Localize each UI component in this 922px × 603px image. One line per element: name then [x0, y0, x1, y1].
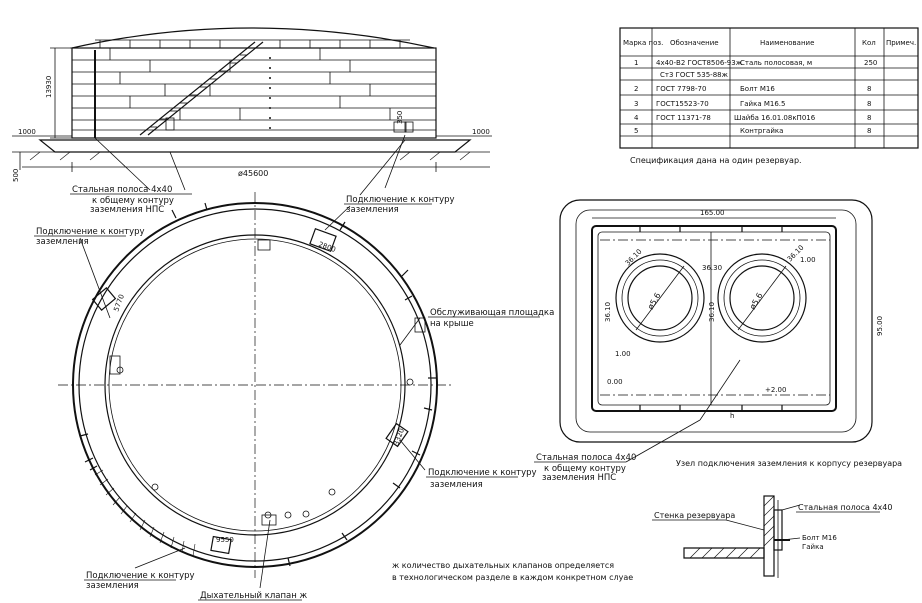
detail-strip-line3: заземления НПС [542, 473, 616, 483]
spec-row1-qty: 250 [864, 59, 877, 67]
callout-connect-right-line1: Подключение к контуру [428, 468, 537, 478]
spec-row4-designation: ГОСТ 11371-78 [656, 114, 711, 122]
spec-header-note: Примеч. [886, 39, 916, 47]
spec-header-name: Наименование [760, 39, 814, 47]
spec-header-mark: Марка поз. [623, 39, 663, 47]
spec-row4-mark: 4 [634, 114, 639, 122]
detail-dim-95: 95.00 [876, 316, 884, 336]
callout-connect-left-line2: заземления [36, 237, 89, 247]
detail-strip-line2: к общему контуру [544, 464, 626, 474]
detail-strip-callout: Стальная полоса 4х40 к общему контуру за… [534, 419, 701, 483]
callout-connect-bottom-line2: заземления [86, 581, 139, 591]
callout-strip-elevation: Стальная полоса 4х40 к общему контуру за… [70, 185, 192, 215]
detail-dim-165: 165.00 [700, 209, 725, 217]
detail-dim-100-b: 1.00 [800, 256, 816, 264]
note-line2: в технологическом разделе в каждом конкр… [392, 573, 633, 582]
callout-connect-bottom-line1: Подключение к контуру [86, 571, 195, 581]
spec-row5-qty: 8 [867, 127, 871, 135]
detail-title: Узел подключения заземления к корпусу ре… [676, 459, 902, 468]
detail-dim-3610-c: 36.10 [604, 302, 612, 322]
spec-row1-designation: 4х40-В2 ГОСТ8506-93ж [656, 59, 743, 67]
spec-row3-mark: 3 [634, 100, 638, 108]
spec-row3-name: Гайка М16.5 [740, 100, 785, 108]
spec-table [619, 27, 919, 149]
spec-row3-designation: ГОСТ15523-70 [656, 100, 709, 108]
callout-connect-right: Подключение к контуру заземления [426, 468, 537, 490]
spec-row3-qty: 8 [867, 100, 871, 108]
detail-dim-3610-a: 36.10 [624, 248, 644, 268]
callout-connect-left: Подключение к контуру заземления [34, 227, 145, 247]
spec-row2-name: Болт М16 [740, 85, 775, 93]
detail-dim-d1: ø5.6 [646, 291, 663, 311]
spec-row1-name: Сталь полосовая, м [740, 59, 812, 67]
spec-row1b-designation: Ст3 ГОСТ 535-88ж [660, 71, 729, 79]
dim-base: 500 [12, 169, 20, 182]
node-strip-label: Стальная полоса 4х40 [798, 503, 892, 512]
node-bolt-label: Болт М16 [802, 534, 837, 542]
detail-dim-200: +2.00 [765, 386, 786, 394]
callout-connect-bottom: Подключение к контуру заземления [84, 571, 195, 591]
spec-caption: Спецификация дана на один резервуар. [630, 156, 802, 165]
dim-9550: 9550 [216, 536, 234, 544]
spec-row2-mark: 2 [634, 85, 638, 93]
callout-connect-right-line2: заземления [430, 480, 483, 490]
spec-row1-mark: 1 [634, 59, 638, 67]
callout-platform: Обслуживающая площадка на крыше [428, 308, 554, 329]
dim-5770: 5770 [112, 293, 126, 312]
spec-row5-mark: 5 [634, 127, 638, 135]
callout-strip-line2: к общему контуру [92, 196, 174, 206]
detail-dim-d2: ø5.6 [748, 291, 765, 311]
dim-350: 350 [396, 111, 404, 124]
detail-dim-100-a: 1.00 [615, 350, 631, 358]
spec-row2-designation: ГОСТ 7798-70 [656, 85, 706, 93]
callout-breathing-valve-text: Дыхательный клапан ж [200, 591, 308, 601]
detail-dim-3630: 36.30 [702, 264, 722, 272]
spec-header-designation: Обозначение [670, 39, 719, 47]
callout-connect-top-right-line1: Подключение к контуру [346, 195, 455, 205]
spec-header-qty: Кол [862, 39, 876, 47]
node-section [683, 495, 801, 578]
spec-row2-qty: 8 [867, 85, 871, 93]
dim-right-1000: 1000 [472, 128, 490, 136]
detail-dim-3610-d: 36.10 [708, 302, 716, 322]
callout-strip-line1: Стальная полоса 4х40 [72, 185, 172, 195]
callout-platform-line1: Обслуживающая площадка [430, 308, 554, 318]
tank-plan: 5770 2800 3320 9550 [58, 192, 452, 589]
detail-strip-line1: Стальная полоса 4х40 [536, 453, 636, 463]
note-block: ж количество дыхательных клапанов опреде… [392, 561, 633, 582]
callout-platform-line2: на крыше [430, 319, 474, 329]
spec-row5-name: Контргайка [740, 127, 783, 135]
callout-connect-top-right: Подключение к контуру заземления [324, 195, 455, 231]
detail-dim-000: 0.00 [607, 378, 623, 386]
detail-plan: 165.00 95.00 36.10 36.30 36.10 36.10 36.… [559, 199, 884, 443]
detail-dim-h: h [730, 412, 734, 420]
callout-connect-top-right-line2: заземления [346, 205, 399, 215]
spec-row4-name: Шайба 16.01.08кП016 [734, 114, 816, 122]
dim-diameter: ø45600 [238, 169, 268, 178]
callout-breathing-valve: Дыхательный клапан ж [198, 591, 308, 601]
tank-elevation: 13930 1000 1000 350 500 ø45600 [12, 27, 492, 196]
dim-height: 13930 [45, 76, 53, 98]
callout-strip-line3: заземления НПС [90, 205, 164, 215]
note-line1: ж количество дыхательных клапанов опреде… [392, 561, 614, 570]
spec-row4-qty: 8 [867, 114, 871, 122]
callout-connect-left-line1: Подключение к контуру [36, 227, 145, 237]
dim-left-1000: 1000 [18, 128, 36, 136]
node-wall-label: Стенка резервуара [654, 511, 735, 520]
node-nut-label: Гайка [802, 543, 824, 551]
